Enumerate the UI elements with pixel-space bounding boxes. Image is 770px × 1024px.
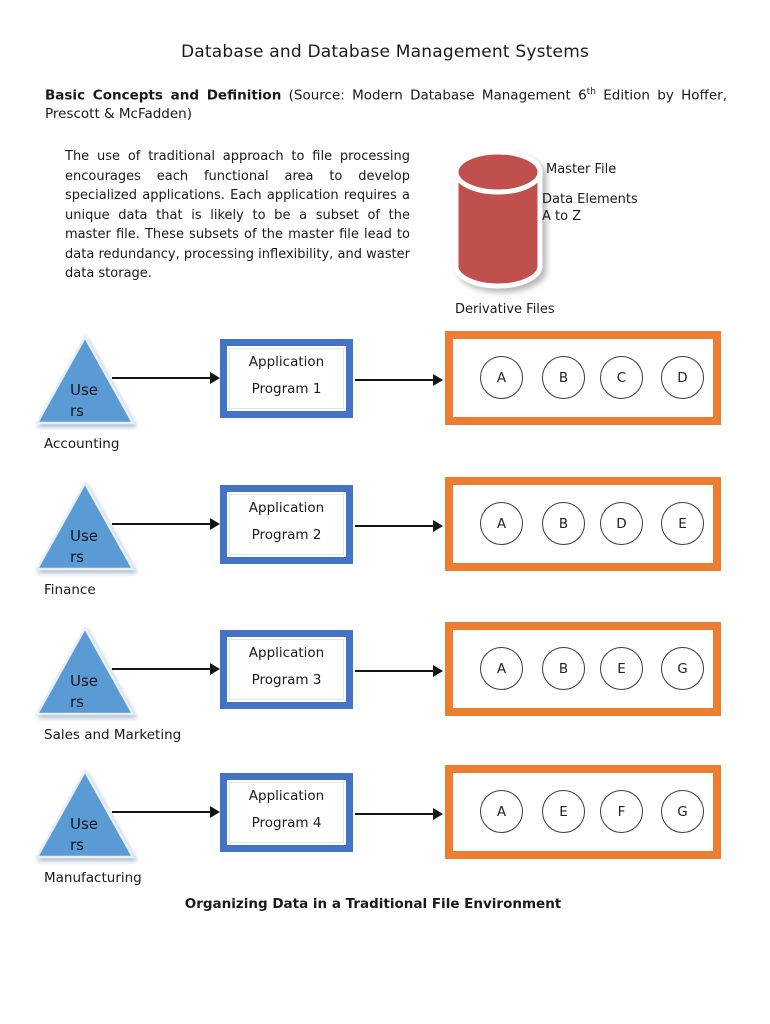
- file-circle: F: [600, 790, 643, 833]
- section-heading: Basic Concepts and Definition (Source: M…: [45, 83, 727, 123]
- page-title: Database and Database Management Systems: [180, 42, 590, 62]
- department-label: Accounting: [44, 436, 120, 452]
- file-circle: E: [600, 647, 643, 690]
- application-program-box: Application Program 2: [220, 485, 353, 564]
- file-circle: B: [542, 647, 585, 690]
- department-label: Sales and Marketing: [44, 727, 182, 743]
- master-file-database-cylinder-icon: [453, 149, 543, 289]
- body-paragraph: The use of traditional approach to file …: [65, 149, 410, 281]
- file-circle: D: [600, 502, 643, 545]
- application-program-box: Application Program 3: [220, 630, 353, 709]
- file-circle: D: [661, 356, 704, 399]
- right-arrow-icon: [355, 520, 443, 532]
- file-circle: B: [542, 502, 585, 545]
- derivative-files-label: Derivative Files: [455, 302, 555, 317]
- file-circle: G: [661, 790, 704, 833]
- figure-caption: Organizing Data in a Traditional File En…: [184, 896, 562, 912]
- file-circle: A: [480, 356, 523, 399]
- file-circle: G: [661, 647, 704, 690]
- right-arrow-icon: [112, 663, 220, 675]
- file-circle: E: [661, 502, 704, 545]
- users-triangle-icon: [34, 480, 136, 571]
- users-triangle-icon: [34, 334, 136, 425]
- heading-bold-text: Basic Concepts and Definition: [45, 87, 282, 104]
- right-arrow-icon: [112, 518, 220, 530]
- department-label: Manufacturing: [44, 870, 142, 886]
- derivative-files-box: A B E G: [445, 622, 721, 716]
- file-circle: C: [600, 356, 643, 399]
- file-circle: A: [480, 647, 523, 690]
- heading-source-text: (Source: Modern Database Management 6: [281, 87, 587, 104]
- derivative-files-box: A E F G: [445, 765, 721, 859]
- users-triangle-icon: [34, 768, 136, 859]
- right-arrow-icon: [355, 374, 443, 386]
- department-label: Finance: [44, 582, 96, 598]
- file-circle: B: [542, 356, 585, 399]
- right-arrow-icon: [355, 808, 443, 820]
- heading-superscript: th: [586, 87, 596, 97]
- application-program-box: Application Program 4: [220, 773, 353, 852]
- file-circle: A: [480, 790, 523, 833]
- application-program-box: Application Program 1: [220, 339, 353, 418]
- file-circle: A: [480, 502, 523, 545]
- heading-source-text-tail: Edition by Hoffer, Prescott & McFadden): [45, 87, 727, 122]
- derivative-files-box: A B D E: [445, 477, 721, 571]
- right-arrow-icon: [112, 372, 220, 384]
- derivative-files-box: A B C D: [445, 331, 721, 425]
- right-arrow-icon: [112, 806, 220, 818]
- users-triangle-icon: [34, 625, 136, 716]
- file-circle: E: [542, 790, 585, 833]
- master-file-label: Master File: [546, 162, 617, 177]
- right-arrow-icon: [355, 665, 443, 677]
